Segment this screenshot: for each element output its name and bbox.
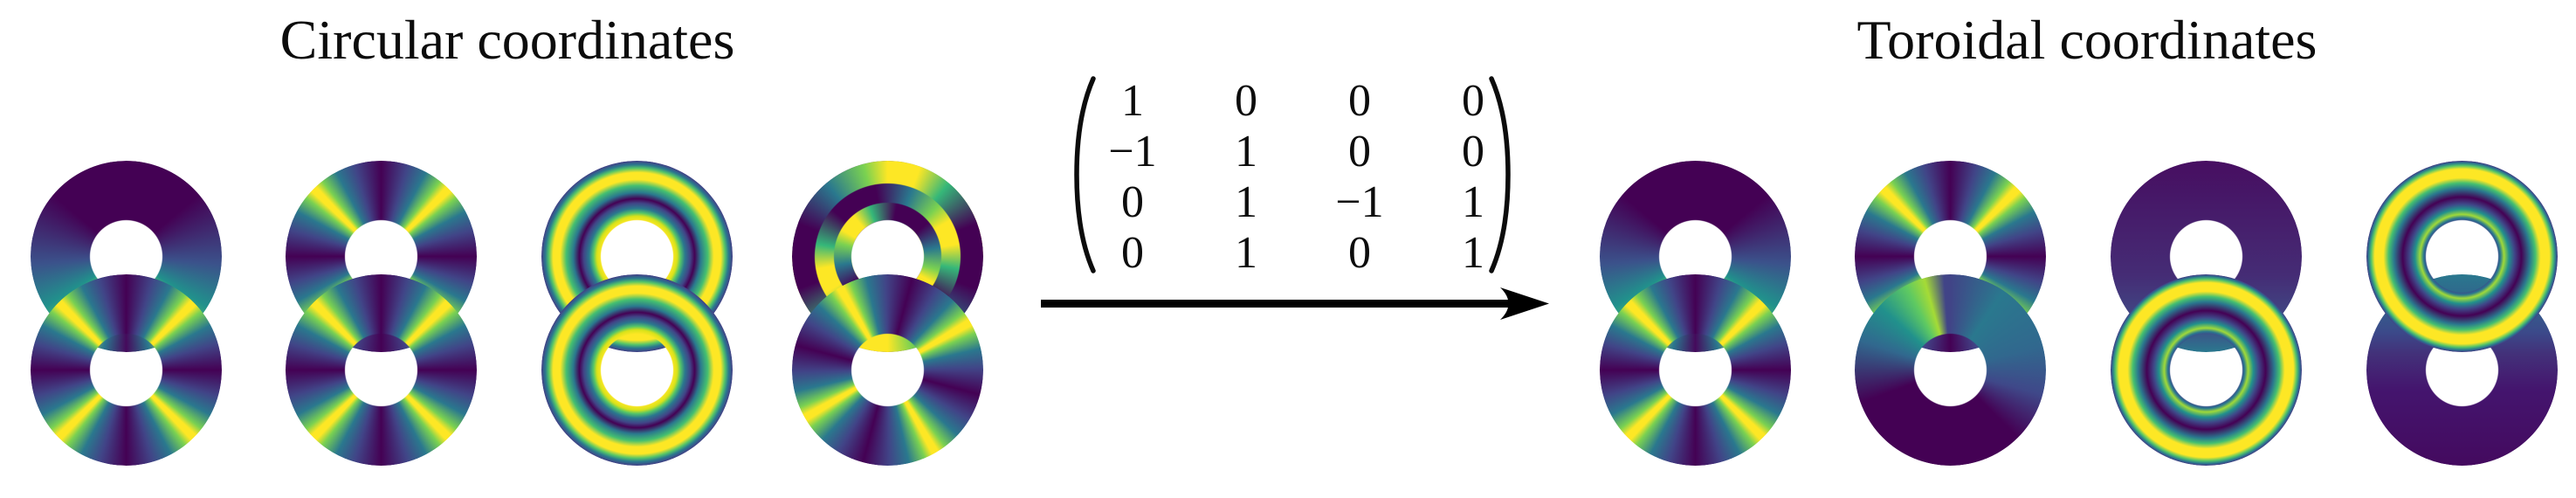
toroidal-coordinate-3-blob: [2111, 161, 2303, 466]
matrix-cell: 1: [1235, 127, 1257, 176]
left-parenthesis: [1074, 76, 1096, 273]
circular-coordinate-2-blob: [286, 161, 478, 466]
matrix-cell: 0: [1462, 76, 1484, 126]
matrix-cell: 1: [1462, 177, 1484, 227]
circular-coordinate-1-blob: [31, 161, 223, 466]
arrow-head: [1500, 287, 1549, 320]
toroidal-coordinate-2-blob: [1855, 161, 2047, 466]
toroidal-coordinate-4-blob: [2366, 161, 2559, 466]
bottom-annulus: [792, 274, 983, 466]
matrix-cell: 0: [1121, 228, 1144, 278]
left-parenthesis-stroke: [1074, 76, 1096, 273]
matrix-cell: 1: [1235, 177, 1257, 227]
matrix-cell: 0: [1462, 127, 1484, 176]
right-panel-title: Toroidal coordinates: [1856, 9, 2318, 71]
matrix-cell: 1: [1235, 228, 1257, 278]
circular-coordinate-3-blob: [541, 161, 734, 466]
matrix-cell: 0: [1235, 76, 1257, 126]
bottom-annulus: [2111, 274, 2302, 466]
right-parenthesis-stroke: [1489, 76, 1511, 273]
bottom-annulus: [541, 274, 733, 466]
matrix-cell: 0: [1348, 127, 1371, 176]
bottom-annulus: [1855, 274, 2046, 466]
right-parenthesis: [1489, 76, 1511, 273]
left-panel-title: Circular coordinates: [279, 9, 735, 71]
transformation-arrow-icon: [1041, 287, 1549, 320]
matrix-cell: 1: [1462, 228, 1484, 278]
matrix-cell: 0: [1121, 177, 1144, 227]
matrix-cell: −1: [1335, 177, 1384, 227]
matrix-cell: 0: [1348, 76, 1371, 126]
matrix-cell: 1: [1121, 76, 1144, 126]
matrix-cell: −1: [1108, 127, 1157, 176]
matrix-cell: 0: [1348, 228, 1371, 278]
toroidal-coordinate-1-blob: [1600, 161, 1792, 466]
bottom-annulus: [31, 274, 222, 466]
top-annulus: [2366, 161, 2558, 352]
bottom-annulus: [1600, 274, 1791, 466]
bottom-annulus: [286, 274, 477, 466]
circular-coordinate-4-blob: [792, 161, 984, 466]
